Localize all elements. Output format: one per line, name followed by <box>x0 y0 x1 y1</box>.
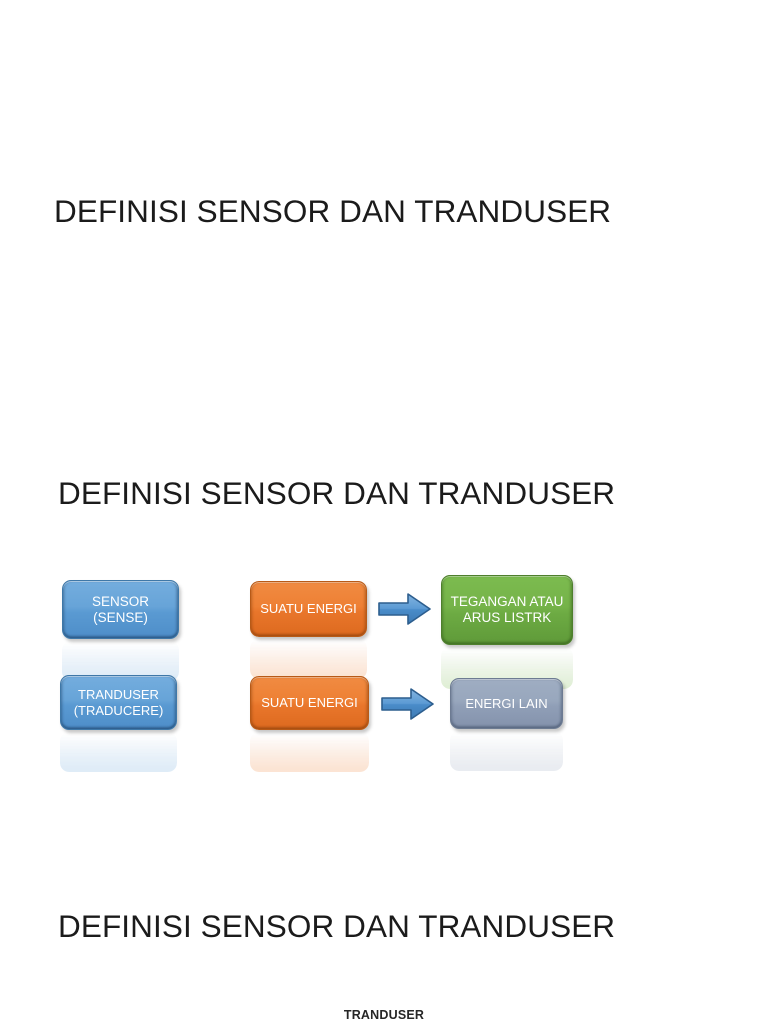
node-tranduser[interactable]: TRANDUSER(TRADUCERE) <box>60 675 177 772</box>
node-tranduser-reflection <box>60 732 177 772</box>
node-output-other-energy-box[interactable]: ENERGI LAIN <box>450 678 563 729</box>
node-tranduser-label: TRANDUSER(TRADUCERE) <box>73 687 164 718</box>
right-arrow-icon-row1 <box>378 592 431 626</box>
node-input-energy-2[interactable]: SUATU ENERGI <box>250 676 369 772</box>
page-title-bottom: DEFINISI SENSOR DAN TRANDUSER <box>58 908 616 944</box>
node-input-energy-1[interactable]: SUATU ENERGI <box>250 581 367 679</box>
node-input-energy-1-reflection <box>250 639 367 679</box>
footer-caption: TRANDUSER <box>343 1008 425 1022</box>
node-input-energy-2-label: SUATU ENERGI <box>261 695 358 711</box>
node-input-energy-2-box[interactable]: SUATU ENERGI <box>250 676 369 730</box>
node-input-energy-1-label: SUATU ENERGI <box>260 601 357 617</box>
node-output-other-energy[interactable]: ENERGI LAIN <box>450 678 563 771</box>
node-output-other-energy-reflection <box>450 731 563 771</box>
node-sensor-label: SENSOR(SENSE) <box>91 593 149 625</box>
node-output-other-energy-label: ENERGI LAIN <box>465 695 548 711</box>
page-title-middle: DEFINISI SENSOR DAN TRANDUSER <box>58 475 616 511</box>
right-arrow-icon-row2 <box>381 687 434 721</box>
node-input-energy-1-box[interactable]: SUATU ENERGI <box>250 581 367 637</box>
node-sensor-box[interactable]: SENSOR(SENSE) <box>62 580 179 639</box>
node-tranduser-box[interactable]: TRANDUSER(TRADUCERE) <box>60 675 177 730</box>
node-input-energy-2-reflection <box>250 732 369 772</box>
page-title-top: DEFINISI SENSOR DAN TRANDUSER <box>54 193 612 229</box>
node-sensor[interactable]: SENSOR(SENSE) <box>62 580 179 681</box>
